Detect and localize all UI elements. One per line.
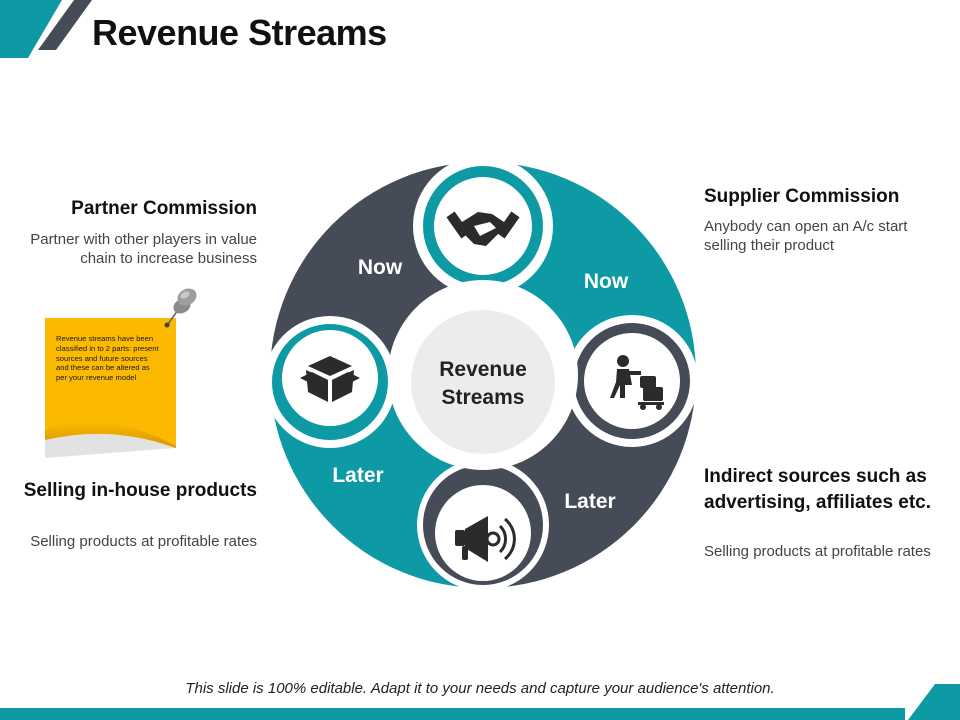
partner-commission-title: Partner Commission (71, 198, 257, 219)
handshake-icon (446, 211, 520, 246)
megaphone-icon (455, 516, 516, 562)
box-disc (282, 330, 378, 426)
sticky-note (45, 288, 197, 458)
top-left-teal-shape (0, 0, 62, 58)
center-label: Revenue Streams (418, 356, 548, 412)
partner-commission-desc: Partner with other players in value chai… (30, 231, 257, 267)
center-label-line-2: Streams (441, 386, 525, 409)
segment-label-top-left: Now (357, 256, 403, 279)
center-disc (411, 310, 555, 454)
footer-note: This slide is 100% editable. Adapt it to… (185, 680, 775, 697)
indirect-sources-desc: Selling products at profitable rates (704, 543, 931, 560)
page-title: Revenue Streams (92, 12, 387, 53)
bottom-right-teal-shape (908, 684, 960, 720)
box-icon (300, 356, 360, 402)
segment-label-bottom-right: Later (564, 490, 616, 513)
trolley-disc (584, 333, 680, 429)
supplier-commission-desc: Anybody can open an A/c start selling th… (704, 218, 908, 254)
bottom-teal-bar (0, 708, 905, 720)
inhouse-products-desc: Selling products at profitable rates (30, 533, 257, 550)
sticky-note-text: Revenue streams have been classified in … (56, 334, 159, 383)
supplier-commission-title: Supplier Commission (704, 186, 900, 207)
luggage-trolley-icon (610, 355, 664, 410)
segment-label-top-right: Now (583, 270, 629, 293)
indirect-sources-title: Indirect sources such as advertising, af… (704, 466, 932, 513)
top-left-dark-stripe (38, 0, 92, 50)
segment-label-bottom-left: Later (332, 464, 384, 487)
inhouse-products-title: Selling in-house products (23, 480, 257, 501)
push-pin-icon (164, 288, 197, 328)
center-label-line-1: Revenue (439, 358, 527, 381)
